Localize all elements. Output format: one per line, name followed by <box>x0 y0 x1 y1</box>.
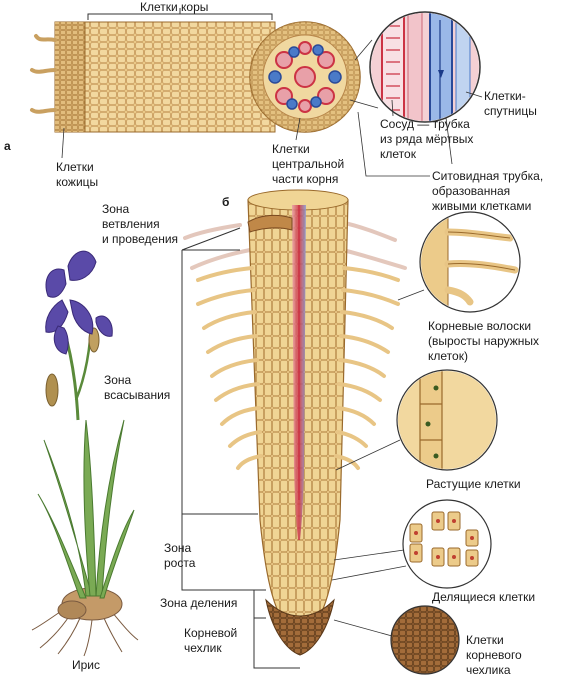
cap-cells-label-3: чехлика <box>466 663 511 677</box>
zone-absorption-label-1: Зона <box>104 373 132 387</box>
skin-cells-label-1: Клетки <box>56 160 94 174</box>
panel-a-letter: а <box>4 139 11 153</box>
growing-cells-detail <box>397 370 498 470</box>
central-cells-label-1: Клетки <box>272 142 310 156</box>
root-cap-label-1: Корневой <box>184 626 237 640</box>
vessel-detail <box>370 10 480 130</box>
zone-absorption-label-2: всасывания <box>104 388 170 402</box>
cap-cells-label-2: корневого <box>466 648 522 662</box>
cortex-cells-label: Клетки коры <box>140 0 208 14</box>
longitudinal-root-figure <box>185 190 405 655</box>
sieve-tube-label-2: образованная <box>432 184 510 198</box>
panel-b-letter: б <box>222 195 229 209</box>
skin-cells-label-2: кожицы <box>56 175 98 189</box>
iris-plant-illustration <box>32 251 138 656</box>
central-cells-label-3: части корня <box>272 172 338 186</box>
growing-cells-label: Растущие клетки <box>426 477 521 491</box>
zone-growth-label-1: Зона <box>164 541 192 555</box>
cap-cells-detail <box>391 606 459 674</box>
companion-cells-label-1: Клетки- <box>484 89 526 103</box>
companion-cells-label-2: спутницы <box>484 104 537 118</box>
plant-name-label: Ирис <box>72 658 100 672</box>
vessel-label-2: из ряда мёртвых <box>380 132 473 146</box>
dividing-cells-detail <box>403 500 491 588</box>
zone-growth-label-2: роста <box>164 556 196 570</box>
cross-section-figure <box>32 22 360 132</box>
vessel-label-1: Сосуд — трубка <box>380 117 470 131</box>
zone-branching-label-3: и проведения <box>102 232 178 246</box>
root-hairs-label-3: клеток) <box>428 349 468 363</box>
root-cap-label-2: чехлик <box>184 641 222 655</box>
root-hairs-label-2: (выросты наружных <box>428 334 539 348</box>
root-hairs-label-1: Корневые волоски <box>428 319 531 333</box>
vascular-bundles <box>269 42 341 112</box>
root-hair-detail <box>420 212 520 312</box>
zone-branching-label-1: Зона <box>102 202 130 216</box>
vessel-label-3: клеток <box>380 147 417 161</box>
sieve-tube-label-1: Ситовидная трубка, <box>432 169 543 183</box>
cap-cells-label-1: Клетки <box>466 633 504 647</box>
sieve-tube-label-3: живыми клетками <box>432 199 531 213</box>
dividing-cells-label: Делящиеся клетки <box>432 590 535 604</box>
central-cells-label-2: центральной <box>272 157 344 171</box>
zone-branching-label-2: ветвления <box>102 217 160 231</box>
zone-division-label: Зона деления <box>160 596 237 610</box>
